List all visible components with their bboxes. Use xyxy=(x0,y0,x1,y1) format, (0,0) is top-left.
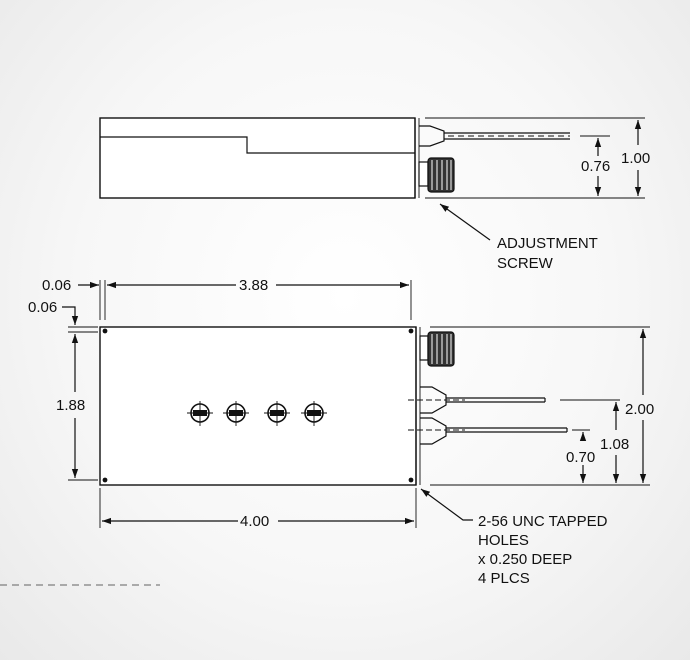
adjustment-screw-label-1: ADJUSTMENT xyxy=(497,235,598,252)
top-view: 0.06 3.88 0.06 1.88 4.00 2.00 1.08 xyxy=(28,277,654,587)
dim-side-height: 1.00 xyxy=(621,150,650,167)
dim-fiber-1: 1.08 xyxy=(600,436,629,453)
screw-2 xyxy=(223,401,249,426)
screw-3 xyxy=(264,401,290,426)
adjustment-screw-leader xyxy=(439,203,491,241)
tapped-holes-note-2: HOLES xyxy=(478,532,529,549)
fiber-2 xyxy=(408,417,568,445)
dim-top-height: 2.00 xyxy=(625,401,654,418)
side-fiber-ferrule xyxy=(419,125,445,147)
dim-hole-span-y: 1.88 xyxy=(56,397,85,414)
side-view: 1.00 0.76 ADJUSTMENT SCREW xyxy=(99,117,650,272)
adjustment-screw-label-2: SCREW xyxy=(497,255,554,272)
tapped-holes-note-3: x 0.250 DEEP xyxy=(478,551,572,568)
screw-4 xyxy=(301,401,327,426)
top-housing xyxy=(99,326,417,486)
side-step-line xyxy=(100,136,415,154)
dim-edge-x: 0.06 xyxy=(42,277,71,294)
side-housing xyxy=(99,117,416,199)
fiber-1 xyxy=(408,386,546,414)
dim-fiber-2: 0.70 xyxy=(566,449,595,466)
top-adjustment-knob xyxy=(419,331,455,367)
screw-1 xyxy=(187,401,213,426)
tapped-holes-note-4: 4 PLCS xyxy=(478,570,530,587)
tapped-holes-note-1: 2-56 UNC TAPPED xyxy=(478,513,608,530)
adjustment-screw-knob xyxy=(418,157,455,193)
tapped-holes-leader xyxy=(420,488,473,521)
center-screws xyxy=(187,401,327,426)
mounting-holes xyxy=(102,328,414,483)
dim-side-fiber: 0.76 xyxy=(581,158,610,175)
dim-length: 4.00 xyxy=(240,513,269,530)
dim-hole-span: 3.88 xyxy=(239,277,268,294)
dim-edge-y: 0.06 xyxy=(28,299,57,316)
